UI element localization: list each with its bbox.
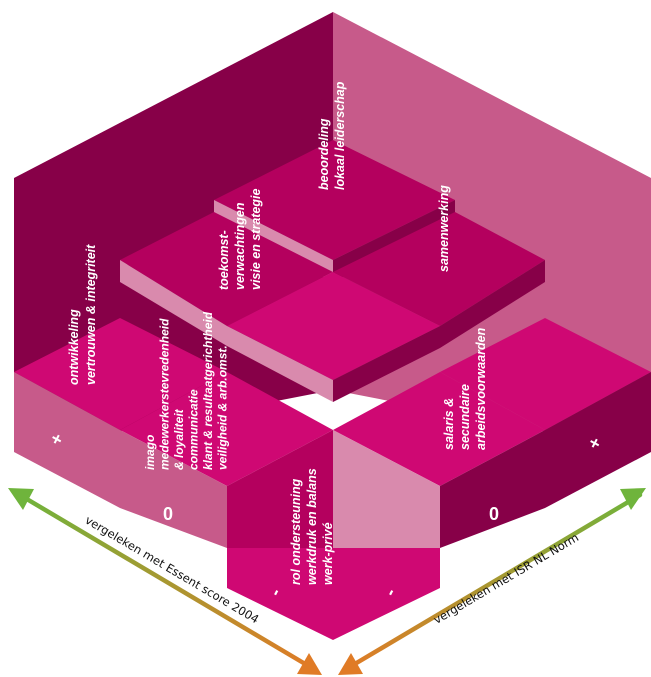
label-beoordeling: beoordeling lokaal leiderschap <box>317 81 347 190</box>
label-ontwikkeling-line: ontwikkeling <box>67 309 81 385</box>
label-imago-line: medewerkerstevredenheid <box>158 318 172 470</box>
label-samenwerking-line: samenwerking <box>437 185 451 272</box>
label-toekomst-line: verwachtingen <box>233 202 247 290</box>
front-left-minus <box>227 548 333 640</box>
trough-right-top <box>333 430 440 548</box>
label-imago-line: & loyaliteit <box>172 408 186 470</box>
top-step-top <box>214 140 455 260</box>
label-ontwikkeling-line: vertrouwen & integriteit <box>84 244 98 385</box>
score-left-zero: 0 <box>163 504 173 524</box>
score-right-zero: 0 <box>489 504 499 524</box>
label-rol-line: werkdruk en balans <box>305 468 319 585</box>
mid-step-left-top <box>120 212 333 326</box>
label-imago-line: communicatie <box>187 389 201 470</box>
label-beoordeling-line: lokaal leiderschap <box>333 81 347 190</box>
label-samenwerking: samenwerking <box>437 185 451 272</box>
front-right-minus <box>333 548 440 640</box>
mid-step-center-top <box>227 272 440 380</box>
label-imago-line: klant & resultaatgerichtheid <box>201 311 215 470</box>
label-rol-line: rol ondersteuning <box>289 478 303 585</box>
mid-step-left-front <box>120 260 227 346</box>
right-arrow-head-bottom <box>338 653 363 675</box>
label-salaris: salaris & secundaire arbeidsvoorwaarden <box>442 327 488 450</box>
label-beoordeling-line: beoordeling <box>317 118 331 190</box>
low-step-left-top <box>14 318 227 430</box>
label-toekomst: toekomst- verwachtingen visie en strateg… <box>217 189 263 290</box>
low-step-center-right-top <box>333 372 545 486</box>
right-axis-label: vergeleken met ISR NL Norm <box>431 530 581 627</box>
label-rol-line: werk-privé <box>321 522 335 585</box>
label-ontwikkeling: ontwikkeling vertrouwen & integriteit <box>67 244 98 385</box>
label-imago: imago medewerkerstevredenheid & loyalite… <box>143 309 230 470</box>
left-arrow-head-top <box>8 488 34 510</box>
front-left-plus <box>14 372 120 508</box>
front-right-plus <box>545 372 651 508</box>
mid-step-center-front-left <box>227 326 333 402</box>
label-salaris-line: salaris & <box>442 398 456 450</box>
front-left-zero <box>120 430 227 548</box>
mid-step-right-front <box>440 260 545 348</box>
label-toekomst-line: visie en strategie <box>249 189 263 290</box>
left-arrow-head-bottom <box>297 653 322 675</box>
label-salaris-line: arbeidsvoorwaarden <box>474 327 488 450</box>
mid-step-center-front-right <box>333 326 440 402</box>
low-step-right-top <box>440 318 651 430</box>
trough-left-top <box>227 430 333 548</box>
label-imago-line: veiligheid & arb.omst. <box>216 345 230 470</box>
label-toekomst-line: toekomst- <box>217 230 231 290</box>
low-step-center-left-top <box>120 372 333 486</box>
mid-step-right-top <box>333 212 545 326</box>
right-arrow-head-top <box>620 488 646 510</box>
label-salaris-line: secundaire <box>458 384 472 450</box>
front-right-zero <box>440 430 545 548</box>
label-rol: rol ondersteuning werkdruk en balans wer… <box>289 465 335 585</box>
label-imago-line: imago <box>143 435 157 470</box>
